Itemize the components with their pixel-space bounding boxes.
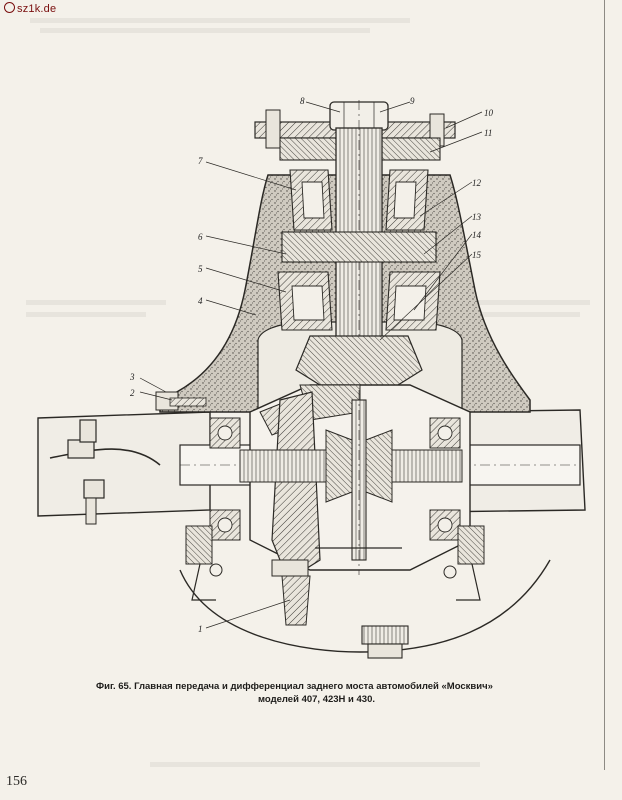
callout-leaders: [139, 101, 483, 629]
callout-12: 12: [472, 178, 482, 188]
spacer-sleeve: [281, 231, 437, 263]
caption-line-2: моделей 407, 423Н и 430.: [258, 694, 376, 705]
bleed-through-text: [470, 300, 590, 305]
callout-2: 2: [130, 388, 135, 398]
callout-5: 5: [198, 264, 203, 274]
differential-bearings: [209, 417, 461, 541]
figure-caption: Фиг. 65. Главная передача и дифференциал…: [96, 680, 566, 706]
upper-pinion-bearing: [289, 169, 429, 231]
side-gears: [239, 429, 463, 503]
callout-15: 15: [472, 250, 482, 260]
callout-1: 1: [198, 624, 203, 634]
watermark-logo: sz1k.de: [4, 2, 56, 15]
watermark-text: sz1k.de: [17, 3, 57, 15]
bleed-through-text: [470, 312, 580, 317]
logo-icon: [4, 2, 15, 13]
lower-pinion-bearing: [277, 271, 441, 331]
callout-11: 11: [484, 128, 492, 138]
ring-gear-bolt: [271, 547, 402, 626]
bearing-adjuster-nuts: [185, 525, 485, 601]
pinion-gear: [295, 335, 423, 391]
page-edge-line: [604, 0, 605, 770]
bleed-through-text: [26, 312, 146, 317]
callout-3: 3: [129, 372, 135, 382]
drive-pinion-shaft: [335, 100, 383, 360]
drain-plug: [361, 625, 409, 659]
callout-8: 8: [300, 96, 305, 106]
brake-pipe-fitting: [49, 419, 161, 525]
callout-7: 7: [198, 156, 203, 166]
housing-bolt: [155, 391, 207, 411]
callout-6: 6: [198, 232, 203, 242]
differential-drawing: 1 2 3 4 5 6 7 8 9 10 11 12 13 14 15: [10, 40, 610, 670]
callout-13: 13: [472, 212, 482, 222]
bleed-through-text: [30, 18, 410, 23]
callout-4: 4: [198, 296, 203, 306]
callout-10: 10: [484, 108, 494, 118]
page-number: 156: [6, 774, 27, 789]
bleed-through-text: [150, 762, 480, 767]
callout-14: 14: [472, 230, 482, 240]
housing-cover: [179, 559, 551, 653]
callout-9: 9: [410, 96, 415, 106]
bleed-through-text: [40, 28, 370, 33]
caption-line-1: Фиг. 65. Главная передача и дифференциал…: [96, 681, 493, 692]
bleed-through-text: [26, 300, 166, 305]
ring-gear: [271, 391, 321, 581]
differential-pinion-shaft: [351, 390, 367, 575]
